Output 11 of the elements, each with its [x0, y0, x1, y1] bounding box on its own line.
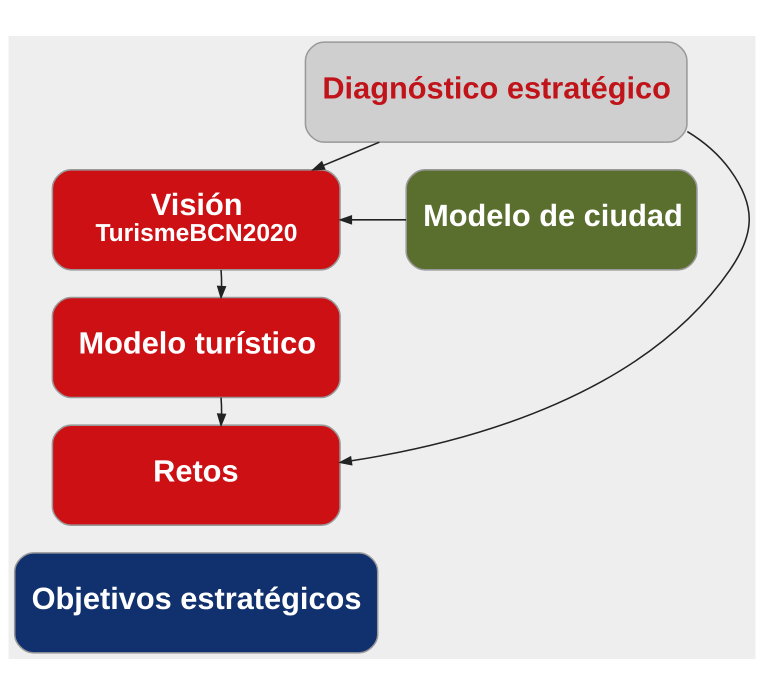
node-box: Modelo turístico	[52, 296, 341, 398]
node-box: Diagnóstico estratégico	[304, 40, 688, 142]
arrow	[216, 397, 226, 427]
arrow	[338, 130, 750, 466]
arrow	[311, 141, 380, 170]
node-box: Visión TurismeBCN2020	[52, 168, 341, 270]
arrow	[216, 269, 226, 300]
node-box: Modelo de ciudad	[405, 168, 698, 270]
node-box: Retos	[52, 424, 341, 526]
node-box: Objetivos estratégicos	[14, 552, 378, 654]
arrow	[338, 214, 406, 224]
